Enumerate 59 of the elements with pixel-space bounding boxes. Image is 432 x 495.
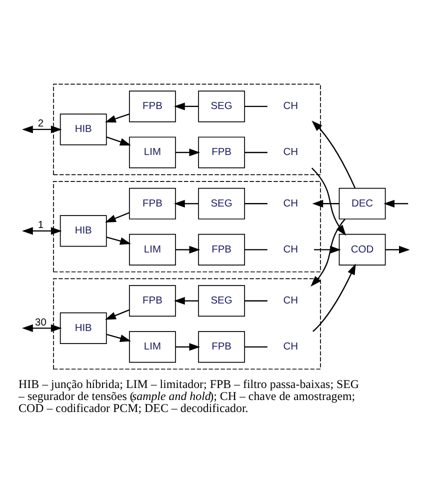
arrow: [22, 324, 62, 332]
arrow: [384, 199, 408, 207]
connector: [244, 248, 268, 250]
node-box: HIB: [60, 312, 107, 344]
arrow: [174, 102, 198, 110]
arrow: [385, 245, 410, 254]
connector: [244, 105, 268, 106]
node-box: HIB: [60, 113, 107, 145]
node-box: FPB: [129, 187, 176, 219]
cluster: [53, 180, 321, 272]
arrow: [106, 236, 131, 244]
arrow: [312, 263, 356, 332]
cluster: [53, 83, 321, 175]
node-box: HIB: [60, 214, 107, 246]
node-text: CH: [283, 100, 298, 112]
edge-label: 1: [38, 220, 44, 231]
node-box: FPB: [198, 233, 245, 265]
arrow: [176, 245, 200, 254]
cluster: [53, 278, 321, 370]
node-box: FPB: [198, 330, 245, 362]
node-text: CH: [283, 146, 298, 158]
arrow: [106, 136, 131, 145]
node-text: CH: [283, 341, 298, 352]
arrow: [104, 112, 130, 122]
node-box: LIM: [129, 136, 176, 168]
node-text: CH: [283, 244, 298, 255]
node-box: FPB: [129, 90, 176, 122]
arrow: [104, 212, 130, 222]
connector: [244, 151, 268, 153]
arrow: [106, 333, 131, 342]
node-box: DEC: [338, 187, 386, 219]
node-text: CH: [283, 198, 298, 209]
edge-label: 2: [38, 118, 44, 130]
connector: [244, 346, 268, 348]
connector: [244, 202, 268, 204]
node-box: SEG: [198, 187, 245, 219]
node-box: FPB: [198, 136, 245, 168]
arrow: [310, 218, 346, 286]
node-text: CH: [283, 295, 298, 306]
arrow: [22, 226, 62, 234]
edge-label: 30: [35, 316, 46, 328]
arrow: [176, 148, 200, 156]
arrow: [312, 199, 340, 207]
arrow: [176, 342, 200, 350]
arrow: [174, 199, 198, 207]
arrow: [312, 120, 356, 188]
node-box: LIM: [129, 233, 176, 265]
connector: [244, 300, 268, 301]
arrow: [314, 245, 341, 254]
caption: HIB – junção híbrida; LIM – limitador; FPB – filtro passa-baixas; SEG – segurador de tensões (sample and hold); CH – chave de amostragem; COD – codificador PCM; DEC – decodificador.: [18, 376, 360, 414]
node-box: COD: [338, 233, 386, 265]
arrow: [104, 308, 130, 320]
arrow: [22, 125, 62, 133]
node-box: FPB: [129, 284, 176, 316]
arrow: [311, 167, 346, 236]
node-box: LIM: [129, 330, 176, 362]
node-box: SEG: [198, 90, 245, 122]
node-box: SEG: [198, 284, 245, 316]
arrow: [174, 296, 198, 304]
